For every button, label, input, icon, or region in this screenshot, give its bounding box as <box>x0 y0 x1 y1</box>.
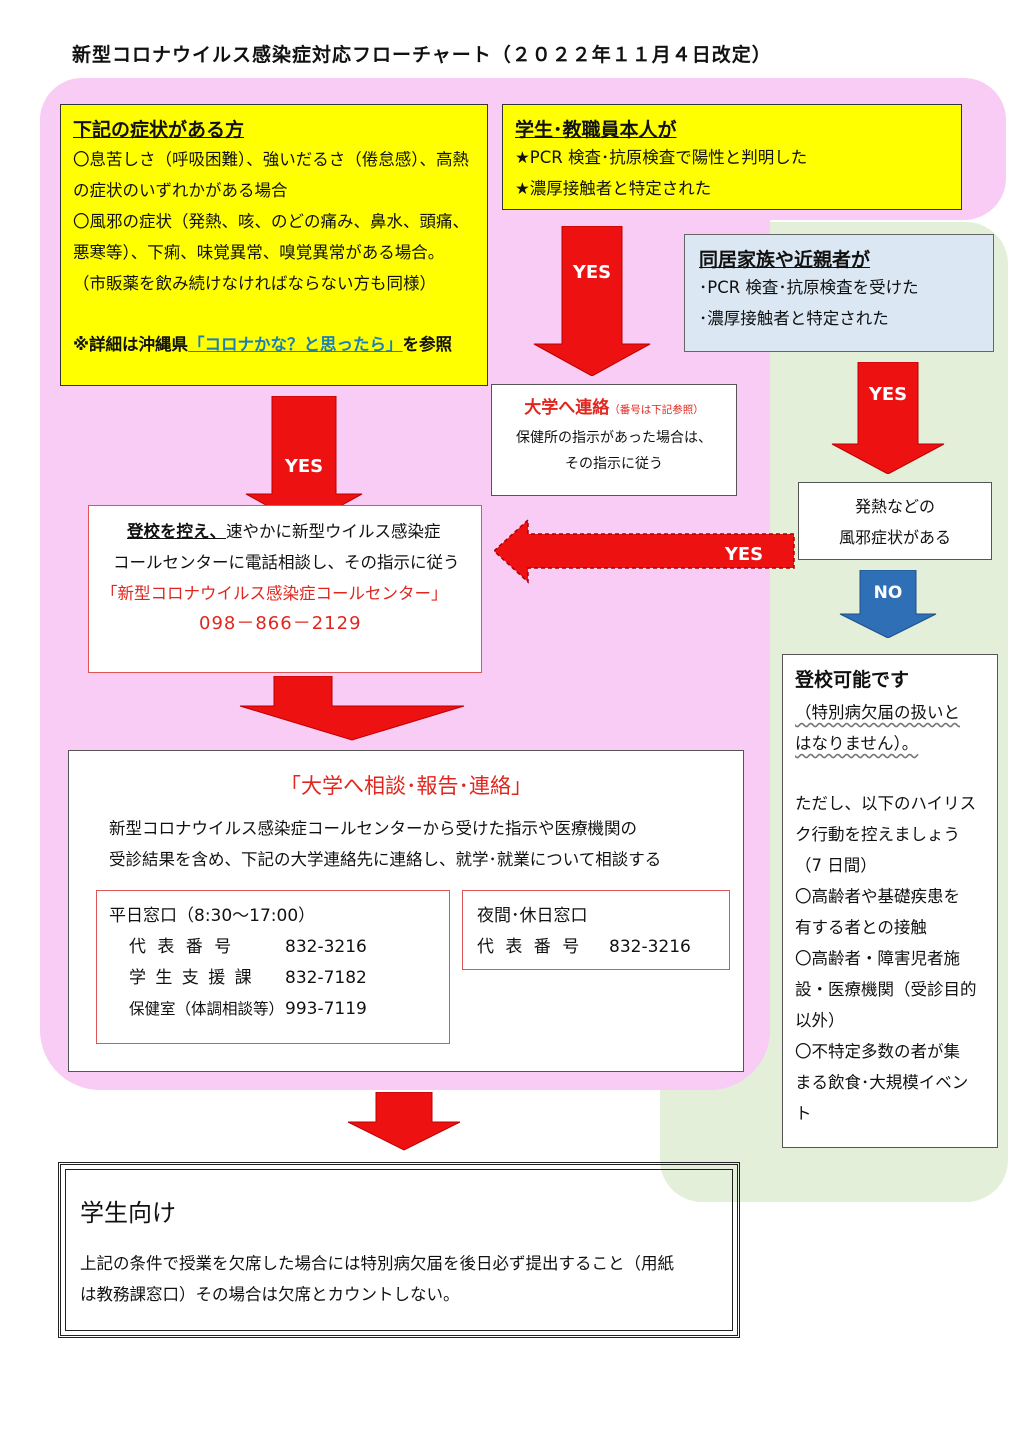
night-row-number[interactable]: 832-3216 <box>609 937 691 957</box>
weekday-row: 代 表 番 号 832-3216 <box>109 932 437 963</box>
attend-line: ただし、以下のハイリス <box>795 794 977 813</box>
weekday-heading: 平日窓口（8:30～17:00） <box>109 906 316 926</box>
attend-line: ク行動を控えましょう <box>795 825 960 844</box>
students-heading: 学生向け <box>80 1199 176 1227</box>
callcenter-line2: コールセンターに電話相談し、その指示に従う <box>113 553 460 572</box>
symptoms-note: ※詳細は沖縄県「コロナかな？と思ったら」を参照 <box>73 329 475 360</box>
callcenter-line1-rest: 速やかに新型ウイルス感染症 <box>226 522 441 541</box>
students-line: 上記の条件で授業を欠席した場合には特別病欠届を後日必ず提出すること（用紙 <box>80 1254 674 1273</box>
yes-arrow-down: YES <box>244 396 364 526</box>
attend-line: 〇高齢者や基礎疾患を <box>795 887 960 906</box>
symptoms-note-suffix: を参照 <box>402 335 453 354</box>
students-inner: 学生向け 上記の条件で授業を欠席した場合には特別病欠届を後日必ず提出すること（用… <box>65 1169 733 1331</box>
attend-line: 以外） <box>795 1011 845 1030</box>
symptoms-line: 悪寒等）、下痢、味覚異常、嗅覚異常がある場合。 <box>73 243 445 262</box>
consult-title: 「大学へ相談･報告･連絡」 <box>280 774 532 798</box>
night-row-label: 代 表 番 号 <box>477 937 583 957</box>
fever-line: 風邪症状がある <box>838 528 951 547</box>
yes-label: YES <box>284 456 323 477</box>
person-line: ★濃厚接触者と特定された <box>515 179 712 198</box>
weekday-row: 学 生 支 援 課 832-7182 <box>109 963 437 994</box>
symptoms-note-prefix: ※詳細は沖縄県 <box>73 335 189 354</box>
symptoms-line: （市販薬を飲み続けなければならない方も同様） <box>73 274 436 293</box>
contact-univ-line: 保健所の指示があった場合は、 <box>516 430 712 446</box>
arrow-to-students <box>346 1092 462 1152</box>
callcenter-lead: 登校を控え、 <box>127 522 226 541</box>
weekday-row-label: 代 表 番 号 <box>129 937 235 957</box>
symptoms-line: 〇息苦しさ（呼吸困難）、強いだるさ（倦怠感）、高熱 <box>73 150 469 169</box>
symptoms-heading: 下記の症状がある方 <box>73 119 245 141</box>
callcenter-name: 「新型コロナウイルス感染症コールセンター」 <box>101 584 448 603</box>
fever-line: 発熱などの <box>854 497 935 516</box>
contact-univ-line: その指示に従う <box>565 456 663 472</box>
contact-univ-title: 大学へ連絡 <box>524 398 610 418</box>
contact-univ-title-row: 大学へ連絡（番号は下記参照） <box>498 395 730 423</box>
weekday-row-number[interactable]: 832-7182 <box>285 968 367 988</box>
arrow-to-consult <box>238 676 468 742</box>
fever-box: 発熱などの 風邪症状がある <box>798 482 992 560</box>
callcenter-line1: 登校を控え、速やかに新型ウイルス感染症 <box>101 516 469 547</box>
yes-label: YES <box>868 384 907 405</box>
attend-line: 〇不特定多数の者が集 <box>795 1042 960 1061</box>
person-box: 学生･教職員本人が ★PCR 検査･抗原検査で陽性と判明した ★濃厚接触者と特定… <box>502 104 962 210</box>
yes-arrow-down: YES <box>830 362 946 474</box>
person-heading: 学生･教職員本人が <box>515 119 677 141</box>
no-label: NO <box>874 583 903 603</box>
attend-line: 有する者との接触 <box>795 918 927 937</box>
weekday-row: 保健室（体調相談等） 993-7119 <box>109 994 437 1025</box>
family-box: 同居家族や近親者が ･PCR 検査･抗原検査を受けた ･濃厚接触者と特定された <box>684 234 994 352</box>
night-heading: 夜間･休日窓口 <box>477 906 588 926</box>
attend-line: ト <box>795 1104 812 1123</box>
family-line: ･濃厚接触者と特定された <box>699 309 889 328</box>
attend-box: 登校可能です （特別病欠届の扱いと はなりません）。 ただし、以下のハイリス ク… <box>782 654 998 1148</box>
attend-line: 設・医療機関（受診目的 <box>795 980 977 999</box>
family-line: ･PCR 検査･抗原検査を受けた <box>699 278 919 297</box>
night-window-box: 夜間･休日窓口 代 表 番 号 832-3216 <box>462 890 730 970</box>
yes-label: YES <box>724 544 763 565</box>
attend-line: （7 日間） <box>795 856 877 875</box>
weekday-row-label: 学 生 支 援 課 <box>129 968 254 988</box>
person-line: ★PCR 検査･抗原検査で陽性と判明した <box>515 148 808 167</box>
students-box: 学生向け 上記の条件で授業を欠席した場合には特別病欠届を後日必ず提出すること（用… <box>58 1162 740 1338</box>
consult-line: 新型コロナウイルス感染症コールセンターから受けた指示や医療機関の <box>109 819 637 838</box>
students-line: は教務課窓口）その場合は欠席とカウントしない。 <box>80 1285 460 1304</box>
contact-univ-note: （番号は下記参照） <box>609 404 704 416</box>
yes-arrow-down: YES <box>532 226 652 376</box>
family-heading: 同居家族や近親者が <box>699 249 871 271</box>
page-title: 新型コロナウイルス感染症対応フローチャート（２０２２年１１月４日改定） <box>72 44 772 66</box>
contact-univ-box: 大学へ連絡（番号は下記参照） 保健所の指示があった場合は、 その指示に従う <box>491 384 737 496</box>
weekday-row-label: 保健室（体調相談等） <box>129 1000 285 1018</box>
no-arrow-down: NO <box>838 570 938 638</box>
callcenter-box: 登校を控え、速やかに新型ウイルス感染症 コールセンターに電話相談し、その指示に従… <box>88 505 482 673</box>
attend-paren: （特別病欠届の扱いと <box>795 703 960 722</box>
weekday-window-box: 平日窓口（8:30～17:00） 代 表 番 号 832-3216 学 生 支 … <box>96 890 450 1044</box>
okinawa-corona-link[interactable]: 「コロナかな？と思ったら」 <box>188 335 403 354</box>
symptoms-box: 下記の症状がある方 〇息苦しさ（呼吸困難）、強いだるさ（倦怠感）、高熱 の症状の… <box>60 104 488 386</box>
symptoms-line: 〇風邪の症状（発熱、咳、のどの痛み、鼻水、頭痛、 <box>73 212 469 231</box>
attend-paren: はなりません）。 <box>795 734 919 753</box>
weekday-row-number[interactable]: 832-3216 <box>285 937 367 957</box>
yes-label: YES <box>572 262 611 283</box>
symptoms-line: の症状のいずれかがある場合 <box>73 181 288 200</box>
weekday-row-number[interactable]: 993-7119 <box>285 999 367 1019</box>
consult-line: 受診結果を含め、下記の大学連絡先に連絡し、就学･就業について相談する <box>109 850 662 869</box>
night-row: 代 表 番 号 832-3216 <box>477 932 715 963</box>
yes-arrow-left: YES <box>494 518 796 584</box>
callcenter-phone: 098－866－2129 <box>199 613 362 634</box>
attend-line: 〇高齢者・障害児者施 <box>795 949 960 968</box>
attend-heading: 登校可能です <box>795 669 910 691</box>
attend-line: まる飲食･大規模イベン <box>795 1073 969 1092</box>
